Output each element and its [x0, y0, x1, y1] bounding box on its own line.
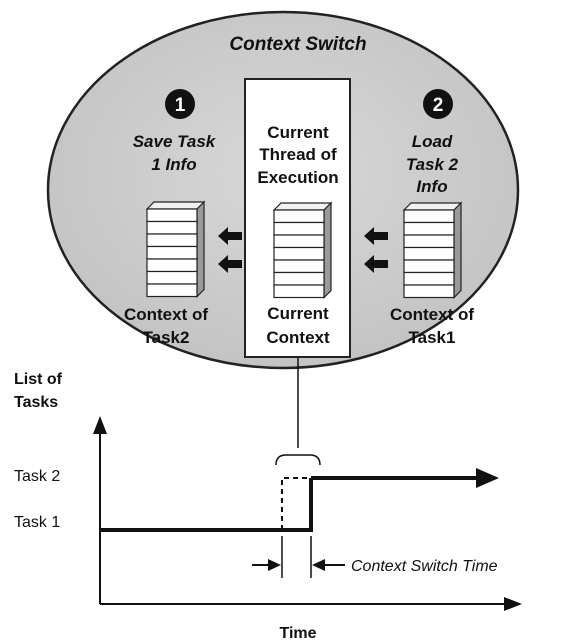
- context-stack-task1: [404, 203, 461, 298]
- task2-label: Task 2: [14, 468, 60, 485]
- current-context-line2: Context: [266, 328, 330, 347]
- stack-side-face: [197, 202, 204, 297]
- step1-label-line2: 1 Info: [151, 155, 196, 174]
- register-slot: [147, 247, 197, 260]
- diagram-title: Context Switch: [229, 34, 366, 55]
- register-slot: [147, 234, 197, 247]
- register-slot: [147, 209, 197, 222]
- register-slot: [274, 285, 324, 298]
- register-slot: [404, 248, 454, 261]
- switch-dashed-line: [282, 478, 311, 530]
- register-slot: [274, 273, 324, 286]
- x-axis-arrowhead: [504, 597, 522, 611]
- register-slot: [147, 222, 197, 235]
- register-slot: [404, 273, 454, 286]
- register-slot: [404, 210, 454, 223]
- step2-label-line2: Task 2: [406, 155, 459, 174]
- stack-top-face: [404, 203, 461, 210]
- register-slot: [147, 272, 197, 285]
- current-context-line1: Current: [267, 304, 329, 323]
- task1-line: [100, 478, 311, 530]
- register-slot: [274, 210, 324, 223]
- step1-number: 1: [175, 95, 186, 116]
- center-label-line2: Thread of: [259, 145, 337, 164]
- x-axis-label: Time: [279, 625, 316, 642]
- register-slot: [404, 285, 454, 298]
- switch-time-arrowhead-left: [268, 559, 281, 571]
- register-slot: [404, 235, 454, 248]
- stack-top-face: [147, 202, 204, 209]
- step2-number: 2: [433, 95, 444, 116]
- context-stack-current: [274, 203, 331, 298]
- left-stack-label-line1: Context of: [124, 305, 208, 324]
- stack-side-face: [454, 203, 461, 298]
- context-stack-task2: [147, 202, 204, 297]
- center-label-line1: Current: [267, 123, 329, 142]
- center-label-line3: Execution: [257, 168, 338, 187]
- switch-time-label: Context Switch Time: [351, 558, 498, 575]
- register-slot: [274, 223, 324, 236]
- register-slot: [147, 284, 197, 297]
- right-stack-label-line1: Context of: [390, 305, 474, 324]
- left-stack-label-line2: Task2: [143, 328, 190, 347]
- switch-time-arrowhead-right: [312, 559, 325, 571]
- task1-label: Task 1: [14, 514, 60, 531]
- panel-connector: [276, 357, 320, 465]
- register-slot: [147, 259, 197, 272]
- register-slot: [404, 260, 454, 273]
- task2-arrowhead: [476, 468, 499, 488]
- register-slot: [404, 223, 454, 236]
- step2-label-line3: Info: [416, 177, 447, 196]
- right-stack-label-line2: Task1: [409, 328, 456, 347]
- y-axis-arrowhead: [93, 416, 107, 434]
- stack-top-face: [274, 203, 331, 210]
- y-axis-label-line1: List of: [14, 371, 63, 388]
- step2-label-line1: Load: [412, 132, 453, 151]
- register-slot: [274, 260, 324, 273]
- stack-side-face: [324, 203, 331, 298]
- y-axis-label-line2: Tasks: [14, 394, 58, 411]
- register-slot: [274, 248, 324, 261]
- step1-label-line1: Save Task: [133, 132, 217, 151]
- register-slot: [274, 235, 324, 248]
